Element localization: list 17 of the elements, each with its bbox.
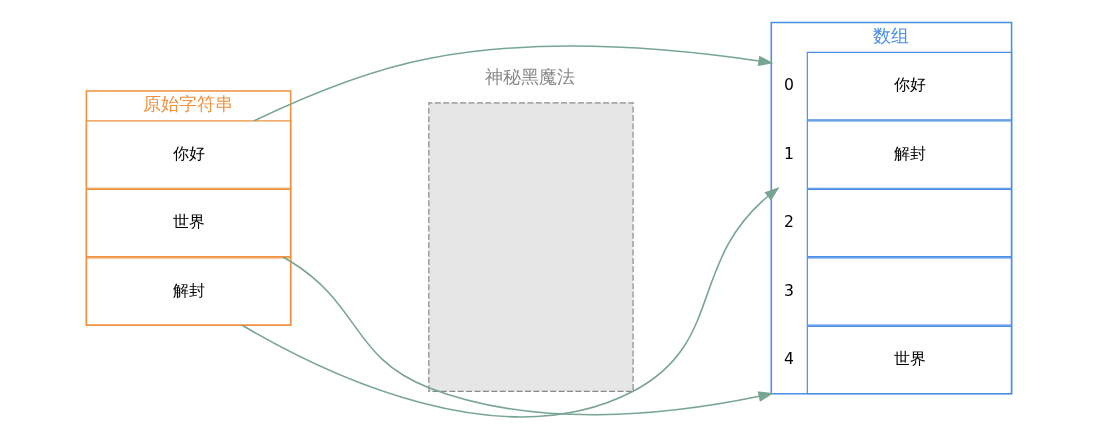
node-box: 你好 xyxy=(85,120,292,189)
node-box: 世界 xyxy=(85,188,292,258)
node-box: 世界 xyxy=(806,325,1013,395)
node-box: 解封 xyxy=(85,257,292,326)
arrow xyxy=(241,187,780,418)
node-label: 神秘黑魔法 xyxy=(485,66,576,88)
node-label: 0 xyxy=(783,76,794,95)
node-box: 你好 xyxy=(806,51,1013,121)
node-box xyxy=(806,188,1013,258)
arrow xyxy=(253,45,774,122)
node-label: 3 xyxy=(783,281,794,300)
node-label: 4 xyxy=(783,350,794,369)
node-label: 2 xyxy=(783,213,794,232)
node-box xyxy=(806,257,1013,326)
node-label: 1 xyxy=(783,144,794,163)
node-box: 解封 xyxy=(806,120,1013,189)
arrow xyxy=(282,256,774,416)
